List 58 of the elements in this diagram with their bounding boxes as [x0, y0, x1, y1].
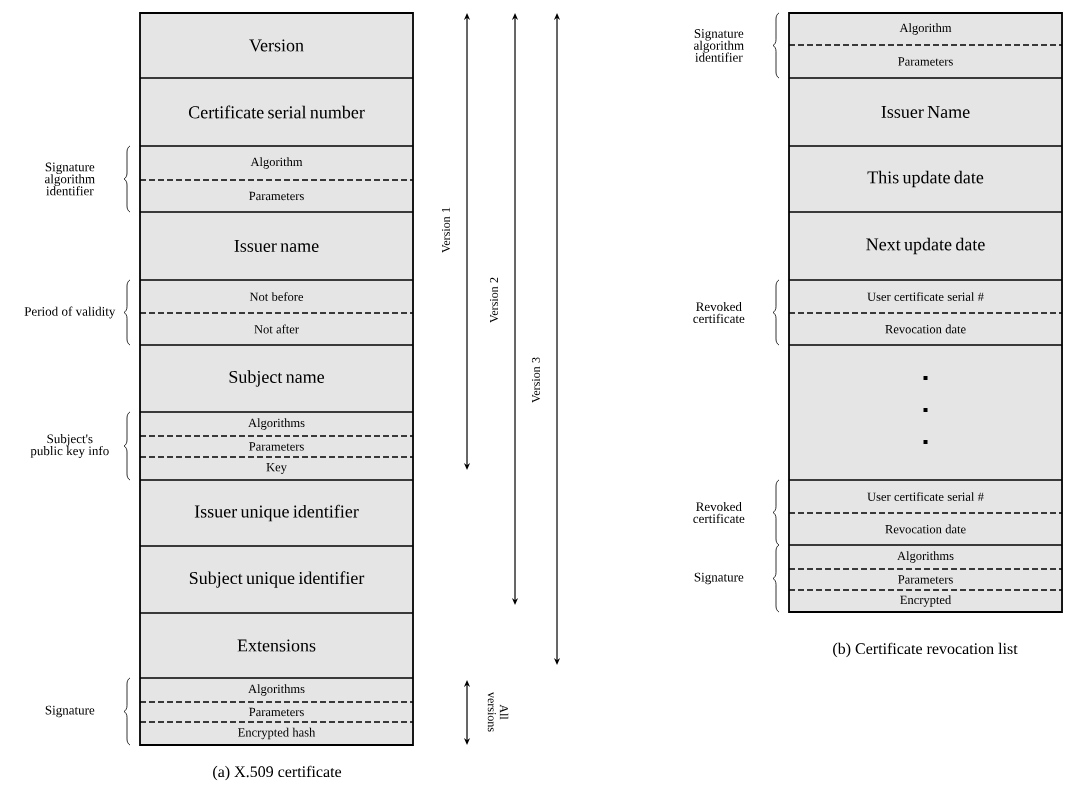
node-label: Version	[249, 39, 304, 52]
node-label: Algorithms	[248, 684, 305, 696]
brace-label: Period of validity	[24, 306, 116, 319]
field-cell: Algorithm	[140, 146, 413, 180]
node-label: Issuer Name	[881, 106, 970, 118]
field-cell: User certificate serial #	[789, 280, 1062, 313]
node-label: Revocation date	[885, 324, 966, 334]
node-label: Revocation date	[885, 524, 966, 534]
node-label: Key	[266, 463, 287, 474]
node-label: Encrypted	[900, 595, 952, 607]
field-cell: This update date	[789, 146, 1062, 212]
node-label: Subject unique identifier	[189, 571, 365, 588]
node-label: User certificate serial #	[867, 492, 984, 501]
field-cell: Revocation date	[789, 513, 1062, 545]
node-label: Subject name	[229, 370, 325, 387]
node-label: Parameters	[249, 707, 304, 717]
brace-label: Revoked certificate	[693, 301, 745, 324]
field-cell: Encrypted	[789, 590, 1062, 612]
node-label: User certificate serial #	[867, 292, 984, 301]
brace-label: Revoked certificate	[693, 501, 745, 524]
node-label: Parameters	[249, 442, 304, 451]
brace-label: Signature	[45, 705, 95, 718]
field-cell: Algorithms	[140, 678, 413, 702]
node-label: Algorithm	[899, 23, 952, 35]
field-cell: Parameters	[140, 180, 413, 212]
brace-label: Signature	[694, 572, 744, 585]
node-label: Issuer unique identifier	[194, 504, 359, 522]
node-label: Issuer name	[234, 240, 319, 252]
node-label: Not before	[249, 292, 304, 301]
field-cell: Version	[140, 13, 413, 78]
field-cell: Parameters	[140, 702, 413, 722]
field-cell: Subject unique identifier	[140, 546, 413, 613]
caption: (a) X.509 certificate	[213, 765, 342, 781]
field-cell: Parameters	[789, 45, 1062, 78]
node-label: Extensions	[237, 639, 316, 652]
node-label: This update date	[867, 170, 984, 188]
node-label: Parameters	[898, 57, 953, 66]
node-label: Algorithms	[248, 418, 305, 430]
field-cell: Not before	[140, 280, 413, 313]
node-label: Algorithms	[897, 551, 954, 563]
version-label: Version 2	[489, 277, 499, 323]
node-label: Parameters	[898, 575, 953, 584]
caption: (b) Certificate revocation list	[833, 642, 1018, 658]
node-label: Parameters	[249, 191, 304, 201]
brace-label: Signature algorithm identifier	[45, 162, 95, 196]
node-label: Encrypted hash	[238, 727, 316, 740]
node-label: Algorithm	[250, 157, 303, 169]
brace-label: Subject's public key info	[30, 434, 109, 458]
version-label: Version 1	[441, 207, 451, 253]
field-cell: Algorithm	[789, 13, 1062, 45]
node-label: Next update date	[866, 237, 985, 255]
node-label: Not after	[254, 324, 299, 334]
field-cell: Algorithms	[140, 412, 413, 436]
version-label: Version 3	[531, 357, 541, 403]
version-label: All versions	[487, 692, 509, 732]
brace-label: Signature algorithm identifier	[694, 29, 744, 62]
field-cell: Algorithms	[789, 545, 1062, 569]
node-label: Certificate serial number	[188, 105, 365, 119]
